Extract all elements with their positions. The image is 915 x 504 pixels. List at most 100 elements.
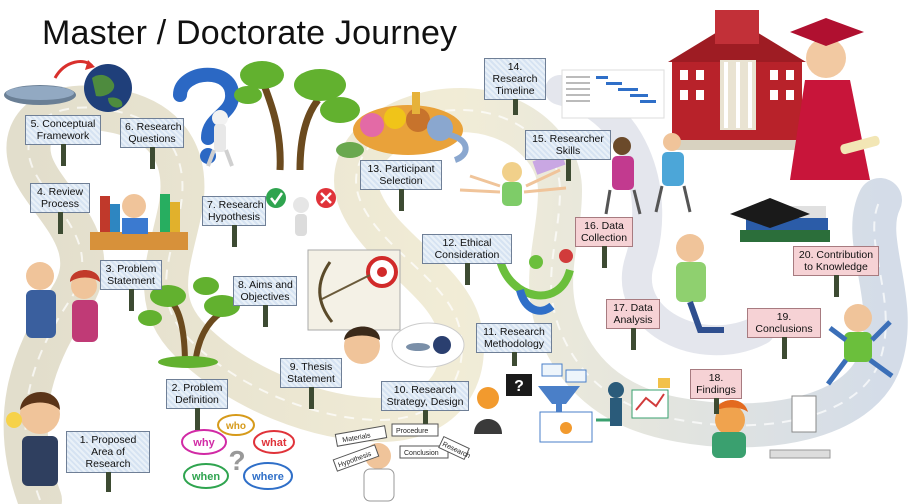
sign-post [60,144,66,166]
step-3-problem-statement: 3. Problem Statement [100,260,162,311]
student-at-desk-icon [90,194,188,250]
help-question-mark: ? [514,378,524,395]
sign-post [231,225,237,247]
question-word-where: where [251,471,284,483]
question-word-when: when [191,471,220,483]
tree-icon [234,61,360,171]
step-line: 5. Conceptual [30,118,96,130]
sign-post [398,189,404,211]
step-line: Statement [107,275,155,287]
step-line: to Knowledge [804,261,868,273]
research-word-procedure: Procedure [396,428,428,435]
step-12-ethical-consideration: 12. Ethical Consideration [422,234,512,285]
sign-post [308,387,314,409]
step-line: 4. Review [36,186,84,198]
methodology-funnel-icon [538,363,610,443]
sign-post [833,275,839,297]
step-label: 17. Data Analysis [606,299,660,329]
step-label: 19. Conclusions [747,308,821,338]
sign-post [422,410,428,424]
research-word-materials: Materials [342,432,372,444]
step-line: 18. [708,372,724,384]
step-line: Research [85,458,131,470]
cross-icon [316,188,336,208]
step-label: 1. Proposed Area of Research [66,431,150,473]
step-label: 14. Research Timeline [484,58,546,100]
step-2-problem-definition: 2. Problem Definition [166,379,228,430]
sign-post [57,212,63,234]
question-word-who: who [225,421,246,432]
step-15-researcher-skills: 15. Researcher Skills [525,130,611,181]
sign-post [464,263,470,285]
step-line: Area of [91,446,125,458]
step-line: Strategy, Design [386,396,464,408]
sign-post [713,398,719,414]
step-label: 4. Review Process [30,183,90,213]
sign-post [512,99,518,115]
gantt-chart-icon [561,69,665,119]
step-label: 2. Problem Definition [166,379,228,409]
step-line: Objectives [240,291,290,303]
step-label: 13. Participant Selection [360,160,442,190]
step-line: Definition [175,394,219,406]
question-mark-icon [173,67,239,167]
step-line: 14. [507,61,523,73]
sign-post [194,408,200,430]
step-line: Conclusions [755,323,813,335]
step-label: 3. Problem Statement [100,260,162,290]
interview-scene-icon [604,133,692,215]
research-word-conclusion: Conclusion [404,450,439,457]
globe-icon [4,60,132,112]
university-building-icon [668,10,806,150]
question-words-cluster: why who what when where ? [181,414,295,490]
step-7-research-hypothesis: 7. Research Hypothesis [202,196,266,247]
tree-icon [138,277,240,368]
sign-post [781,337,787,359]
step-line: 12. Ethical [442,237,492,249]
step-20-contribution-knowledge: 20. Contribution to Knowledge [793,246,879,297]
sign-post [630,328,636,350]
step-line: 17. Data [613,302,653,314]
step-13-participant-selection: 13. Participant Selection [360,160,442,211]
step-line: 16. Data [584,220,624,232]
question-word-what: what [260,437,286,449]
sign-post [565,159,571,181]
step-line: 20. Contribution [798,249,874,261]
step-line: 11. Research [483,326,545,338]
question-mark-glyph: ? [228,445,245,476]
graduate-icon [790,18,880,180]
step-line: 10. Research [393,384,457,396]
archer-target-icon [307,249,401,331]
step-line: Collection [580,232,628,244]
businessman-idea-icon [6,392,60,486]
step-label: 10. Research Strategy, Design [381,381,469,411]
multitask-person-icon [459,151,567,206]
step-18-findings: 18. Findings [690,369,742,414]
step-line: Consideration [434,249,500,261]
computer-kid-icon [712,395,831,459]
step-line: Timeline [495,85,535,97]
step-line: 7. Research [207,199,264,211]
thinking-man-icon [676,234,724,333]
step-11-research-methodology: 11. Research Methodology [476,323,552,366]
runner-icon [826,304,894,386]
step-label: 12. Ethical Consideration [422,234,512,264]
step-line: Process [41,198,79,210]
sign-post [149,147,155,169]
step-label: 16. Data Collection [575,217,633,247]
question-word-why: why [192,437,215,449]
step-line: 8. Aims and [238,279,293,291]
step-label: 6. Research Questions [120,118,184,148]
step-line: Hypothesis [208,211,260,223]
step-line: 9. Thesis [289,361,333,373]
step-10-research-strategy-design: 10. Research Strategy, Design [381,381,469,424]
step-label: 5. Conceptual Framework [25,115,101,145]
animals-icon [336,92,469,163]
step-line: 6. Research [125,121,182,133]
person-figure-icon [293,197,309,236]
step-line: 1. Proposed [79,434,137,446]
step-19-conclusions: 19. Conclusions [747,308,821,359]
step-line: Questions [128,133,176,145]
step-line: 13. Participant [367,163,435,175]
